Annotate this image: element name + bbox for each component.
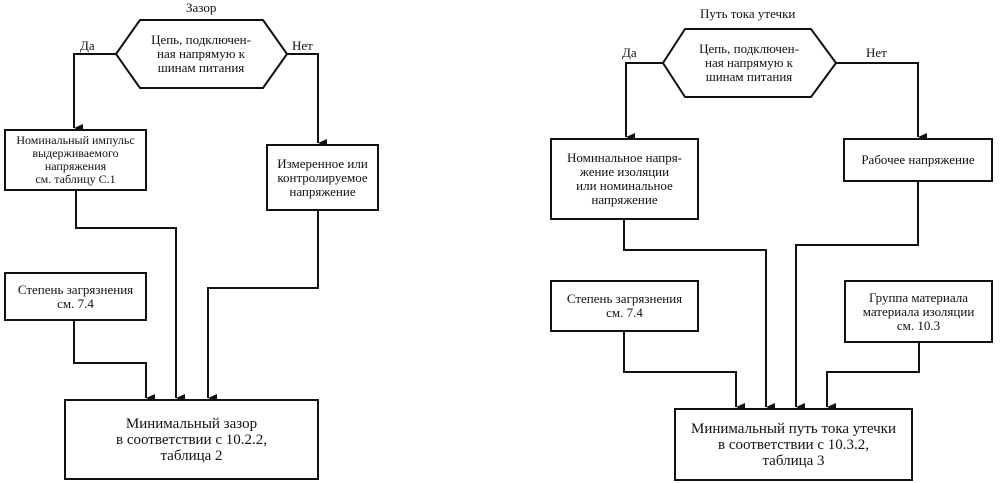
left-yes-box: Номинальный импульс выдерживаемого напря…	[4, 129, 147, 191]
left-yes-arrow	[73, 53, 116, 132]
right-yes-box: Номинальное напря- жение изоляции или но…	[550, 138, 699, 220]
left-pollution-to-result	[73, 321, 155, 402]
right-pollution-box: Степень загрязнения см. 7.4	[550, 280, 699, 332]
right-material-box: Группа материала материала изоляции см. …	[844, 280, 993, 343]
right-yes-arrow	[625, 62, 663, 141]
right-decision-text: Цепь, подключен- ная напрямую к шинам пи…	[699, 41, 799, 84]
right-pollution-to-result	[623, 332, 745, 411]
right-yes-label: Да	[622, 45, 637, 60]
left-no-label: Нет	[292, 38, 313, 53]
left-title: Зазор	[186, 0, 217, 15]
left-no-arrow	[287, 53, 327, 147]
right-title: Путь тока утечки	[700, 6, 796, 21]
left-result-box: Минимальный зазор в соответствии с 10.2.…	[64, 399, 319, 480]
right-material-to-result	[826, 343, 920, 411]
right-no-box: Рабочее напряжение	[843, 138, 993, 182]
left-decision-text: Цепь, подключен- ная напрямую к шинам пи…	[151, 32, 251, 75]
left-pollution-box: Степень загрязнения см. 7.4	[4, 272, 147, 321]
right-no-label: Нет	[866, 45, 887, 60]
left-yes-label: Да	[80, 38, 95, 53]
left-no-to-result	[207, 211, 319, 402]
right-result-box: Минимальный путь тока утечки в соответст…	[674, 408, 913, 481]
right-no-to-result	[795, 182, 919, 411]
left-yes-to-result	[75, 191, 185, 402]
left-no-box: Измеренное или контролируемое напряжение	[266, 144, 379, 211]
right-no-arrow	[836, 62, 927, 141]
right-yes-to-result	[623, 220, 775, 411]
